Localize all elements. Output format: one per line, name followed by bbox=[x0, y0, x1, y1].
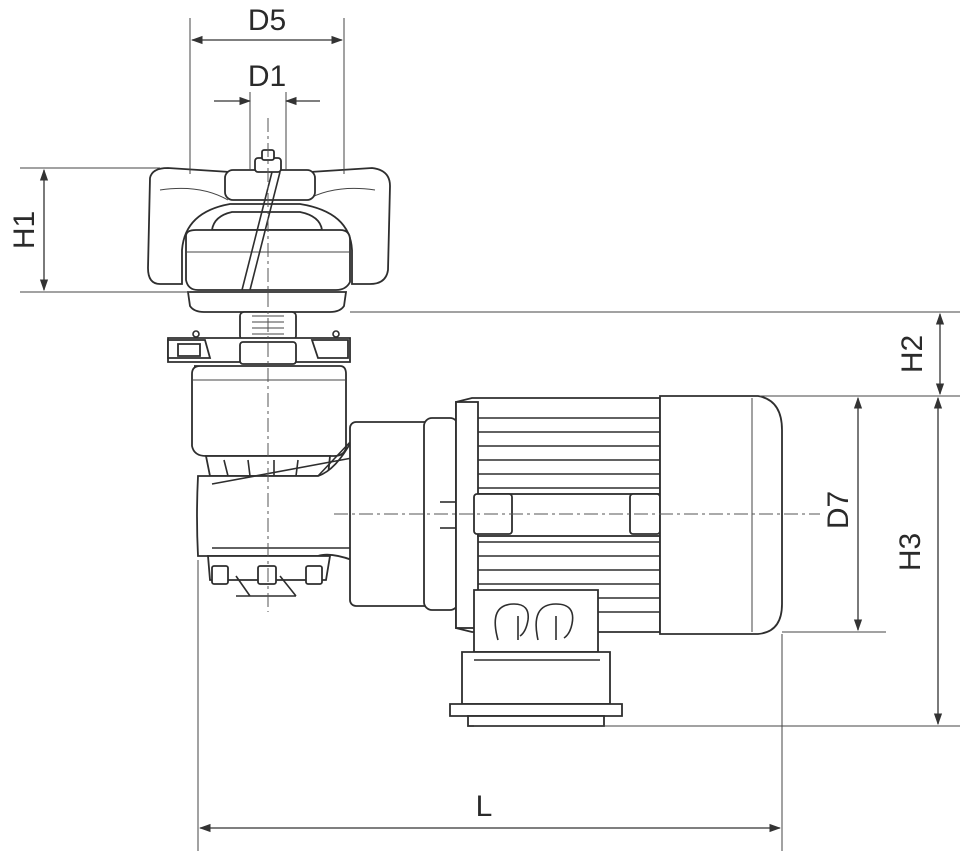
label-h3: H3 bbox=[894, 533, 927, 571]
label-h1: H1 bbox=[8, 211, 41, 249]
gear-housing bbox=[191, 365, 353, 597]
dim-h2: H2 bbox=[350, 311, 960, 397]
dim-d5: D5 bbox=[189, 4, 345, 174]
pump-head bbox=[147, 149, 391, 313]
dim-d7: D7 bbox=[782, 396, 886, 633]
label-h2: H2 bbox=[896, 335, 929, 373]
dim-l: L bbox=[197, 560, 783, 851]
dim-d1: D1 bbox=[214, 60, 320, 170]
label-d5: D5 bbox=[248, 4, 286, 37]
label-d1: D1 bbox=[248, 60, 286, 93]
motor-fins bbox=[478, 417, 660, 613]
dim-h3: H3 bbox=[474, 396, 960, 727]
label-l: L bbox=[476, 790, 493, 823]
clamp-ring bbox=[167, 311, 351, 365]
dim-h1: H1 bbox=[8, 167, 190, 293]
motor bbox=[349, 395, 783, 635]
label-d7: D7 bbox=[822, 491, 855, 529]
terminal-box bbox=[449, 589, 623, 727]
